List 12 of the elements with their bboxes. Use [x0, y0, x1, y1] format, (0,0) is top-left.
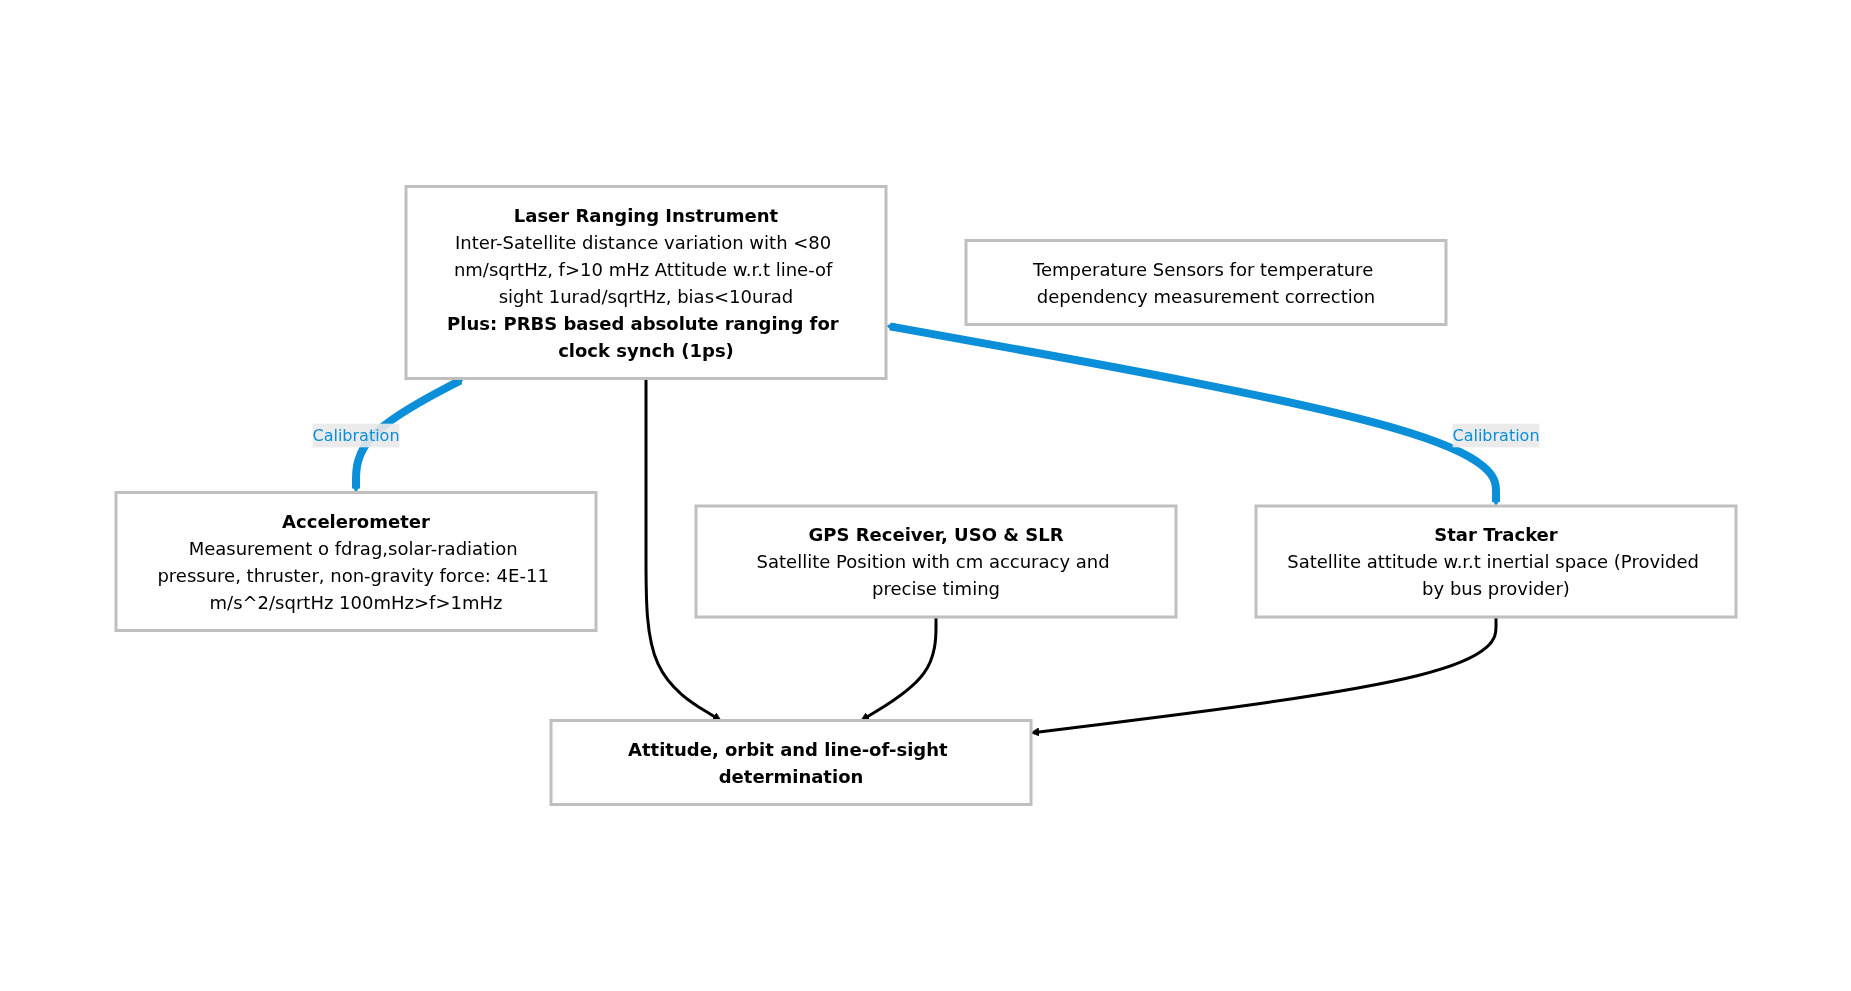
arrow: [860, 617, 937, 721]
node-box: GPS Receiver, USO & SLR Satellite Position with cm accuracy and precise timing: [694, 504, 1177, 619]
node-box: Temperature Sensors for temperature dependency measurement correction: [964, 239, 1447, 326]
node-box: Accelerometer Measurement o fdrag,solar-radiation pressure, thruster, non-gravity force: 4E-11 m/s^2/sqrtHz 100mHz>f>1mHz: [114, 491, 597, 632]
node-box: Attitude, orbit and line-of-sight determination: [549, 719, 1032, 806]
arrow: [644, 378, 721, 721]
arrow: [1030, 617, 1497, 737]
edge-label: Calibration: [1451, 425, 1540, 445]
node-box: Star Tracker Satellite attitude w.r.t inertial space (Provided by bus provider): [1254, 504, 1737, 619]
edge-label: Calibration: [311, 425, 400, 445]
node-box: Laser Ranging Instrument Inter-Satellite distance variation with <80 nm/sqrtHz, f>10 mHz Attitude w.r.t line-of sight 1urad/sqrtHz, bias<10urad Plus: PRBS based absolute ranging for clock synch (1ps): [404, 185, 887, 380]
arrow: [885, 322, 1500, 507]
